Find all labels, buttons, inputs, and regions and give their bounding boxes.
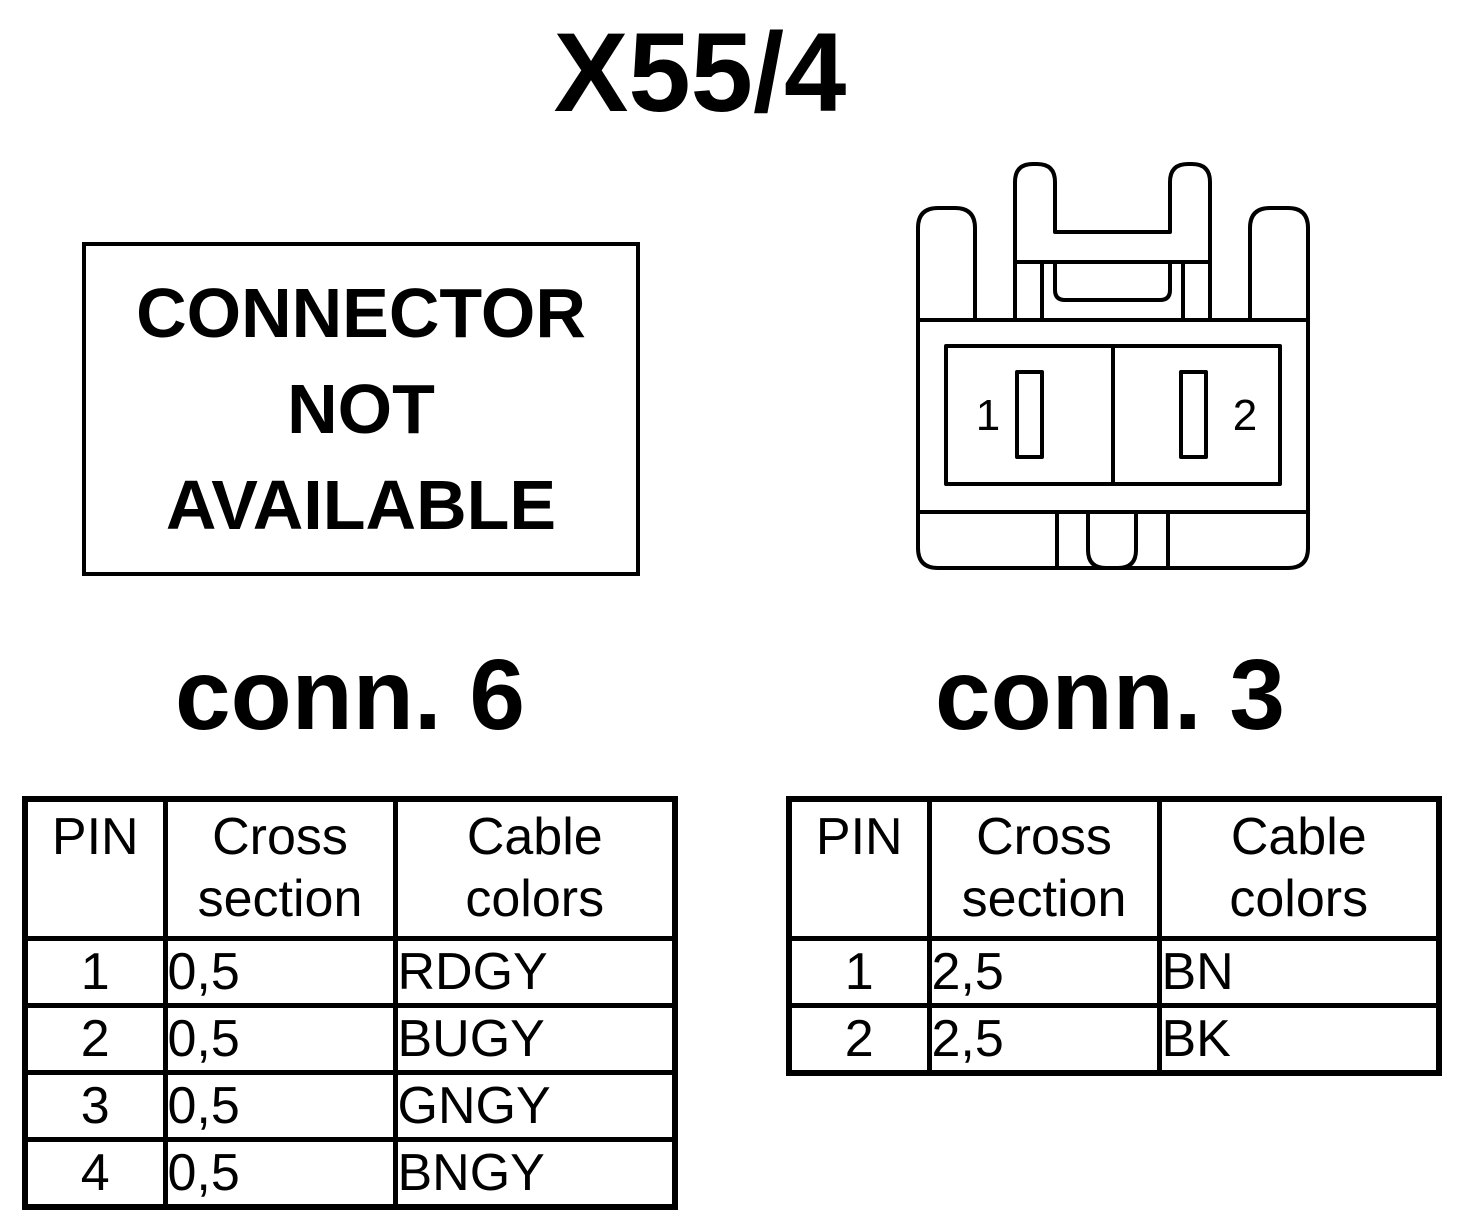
cable-color-value: BK xyxy=(1156,1003,1442,1076)
pin-2-label: 2 xyxy=(1233,391,1257,440)
header-cross-section: Cross section xyxy=(162,796,398,941)
table-row: 1 0,5 RDGY xyxy=(22,936,678,1008)
table-row: 1 2,5 BN xyxy=(786,936,1442,1008)
pin-number: 2 xyxy=(22,1003,168,1075)
conn-3-label: conn. 3 xyxy=(934,639,1286,751)
not-available-line-1: CONNECTOR xyxy=(136,274,586,352)
pin-number: 1 xyxy=(22,936,168,1008)
connector-latch-inner xyxy=(1053,262,1172,302)
pin-number: 3 xyxy=(22,1070,168,1142)
header-pin: PIN xyxy=(22,796,168,941)
pin-2-slot xyxy=(1179,370,1208,459)
cross-section-value: 2,5 xyxy=(926,936,1162,1008)
two-pin-connector-drawing: 1 2 xyxy=(916,162,1310,570)
header-pin: PIN xyxy=(786,796,932,941)
pin-number: 2 xyxy=(786,1003,932,1076)
connector-latch xyxy=(1013,162,1212,320)
conn-6-label: conn. 6 xyxy=(174,639,526,751)
header-cross-section: Cross section xyxy=(926,796,1162,941)
pin-1-slot xyxy=(1015,370,1044,459)
conn-3-pin-table: PIN Cross section Cable colors 1 2,5 BN … xyxy=(786,796,1442,1076)
cross-section-value: 0,5 xyxy=(162,1070,398,1142)
cross-section-value: 0,5 xyxy=(162,1003,398,1075)
table-header-row: PIN Cross section Cable colors xyxy=(22,796,678,941)
table-row: 3 0,5 GNGY xyxy=(22,1070,678,1142)
table-row: 4 0,5 BNGY xyxy=(22,1137,678,1210)
cable-color-value: BUGY xyxy=(392,1003,678,1075)
table-row: 2 2,5 BK xyxy=(786,1003,1442,1076)
conn-6-pin-table: PIN Cross section Cable colors 1 0,5 RDG… xyxy=(22,796,678,1210)
cable-color-value: BNGY xyxy=(392,1137,678,1210)
connector-not-available-box: CONNECTOR NOT AVAILABLE xyxy=(82,242,640,576)
table-row: 2 0,5 BUGY xyxy=(22,1003,678,1075)
pin-number: 1 xyxy=(786,936,932,1008)
header-cable-colors: Cable colors xyxy=(1156,796,1442,941)
header-cable-colors: Cable colors xyxy=(392,796,678,941)
cross-section-value: 0,5 xyxy=(162,1137,398,1210)
connector-right-ear xyxy=(1248,206,1310,320)
connector-left-ear xyxy=(916,206,977,320)
cross-section-value: 2,5 xyxy=(926,1003,1162,1076)
table-header-row: PIN Cross section Cable colors xyxy=(786,796,1442,941)
not-available-line-3: AVAILABLE xyxy=(165,466,557,544)
cable-color-value: GNGY xyxy=(392,1070,678,1142)
pin-number: 4 xyxy=(22,1137,168,1210)
cable-color-value: RDGY xyxy=(392,936,678,1008)
connector-title: X55/4 xyxy=(553,10,847,135)
not-available-line-2: NOT xyxy=(287,370,435,448)
pin-1-label: 1 xyxy=(976,391,1000,440)
cable-color-value: BN xyxy=(1156,936,1442,1008)
connector-bottom-key xyxy=(1086,512,1138,570)
cross-section-value: 0,5 xyxy=(162,936,398,1008)
